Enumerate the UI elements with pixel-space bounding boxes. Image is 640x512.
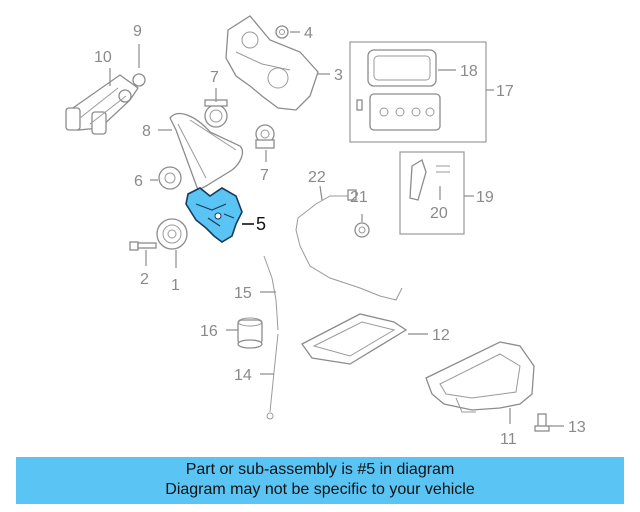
callout-11: 11 — [500, 431, 517, 448]
callout-22: 22 — [308, 169, 326, 186]
part-18-gasket — [367, 49, 437, 87]
part-22-tube — [295, 195, 403, 301]
part-4-washer — [275, 25, 289, 39]
part-6-pulley — [158, 166, 182, 190]
callout-7a: 7 — [210, 69, 219, 86]
banner-line-2: Diagram may not be specific to your vehi… — [165, 481, 475, 498]
callout-19: 19 — [476, 189, 494, 206]
part-14-dipstick — [269, 333, 279, 413]
part-21-sensor — [354, 222, 370, 238]
part-1-crank-pulley — [156, 218, 188, 250]
callout-5: 5 — [256, 214, 266, 234]
part-7-pulley-right — [255, 124, 275, 149]
callout-13: 13 — [568, 419, 586, 436]
callout-4: 4 — [304, 25, 313, 42]
callout-9: 9 — [133, 23, 142, 40]
part-15-tube — [263, 255, 279, 331]
part-5-gasket-highlighted — [185, 187, 243, 243]
part-11-oil-pan — [425, 341, 535, 413]
callout-20: 20 — [430, 205, 448, 222]
parts-17-box — [349, 41, 487, 143]
part-12-oil-pan — [301, 313, 408, 365]
part-2-bolt — [129, 241, 157, 251]
part-10-assembly — [65, 74, 139, 135]
callout-12: 12 — [432, 327, 450, 344]
part-9-plug — [132, 73, 146, 87]
callout-7b: 7 — [260, 167, 269, 184]
callout-21: 21 — [350, 189, 368, 206]
callout-10: 10 — [94, 49, 112, 66]
callout-15: 15 — [234, 285, 252, 302]
callout-3: 3 — [334, 67, 343, 84]
part-16-oil-filter — [237, 317, 263, 349]
callout-18: 18 — [460, 63, 478, 80]
part-8-belt — [169, 113, 244, 191]
part-17-cover — [356, 93, 441, 131]
callout-16: 16 — [200, 323, 218, 340]
part-20-filter — [409, 159, 450, 201]
part-3-cover — [225, 15, 319, 111]
leader-lines — [109, 31, 564, 427]
callout-2: 2 — [140, 271, 149, 288]
part-7-pulley-top — [204, 99, 228, 128]
callout-14: 14 — [234, 367, 252, 384]
callout-8: 8 — [142, 123, 151, 140]
callout-6: 6 — [134, 173, 143, 190]
part-13-bolt — [534, 413, 550, 432]
callout-17: 17 — [496, 83, 514, 100]
info-banner: Part or sub-assembly is #5 in diagram Di… — [16, 457, 624, 504]
banner-line-1: Part or sub-assembly is #5 in diagram — [185, 461, 455, 478]
parts-19-box — [399, 151, 465, 235]
callout-1: 1 — [171, 277, 180, 294]
